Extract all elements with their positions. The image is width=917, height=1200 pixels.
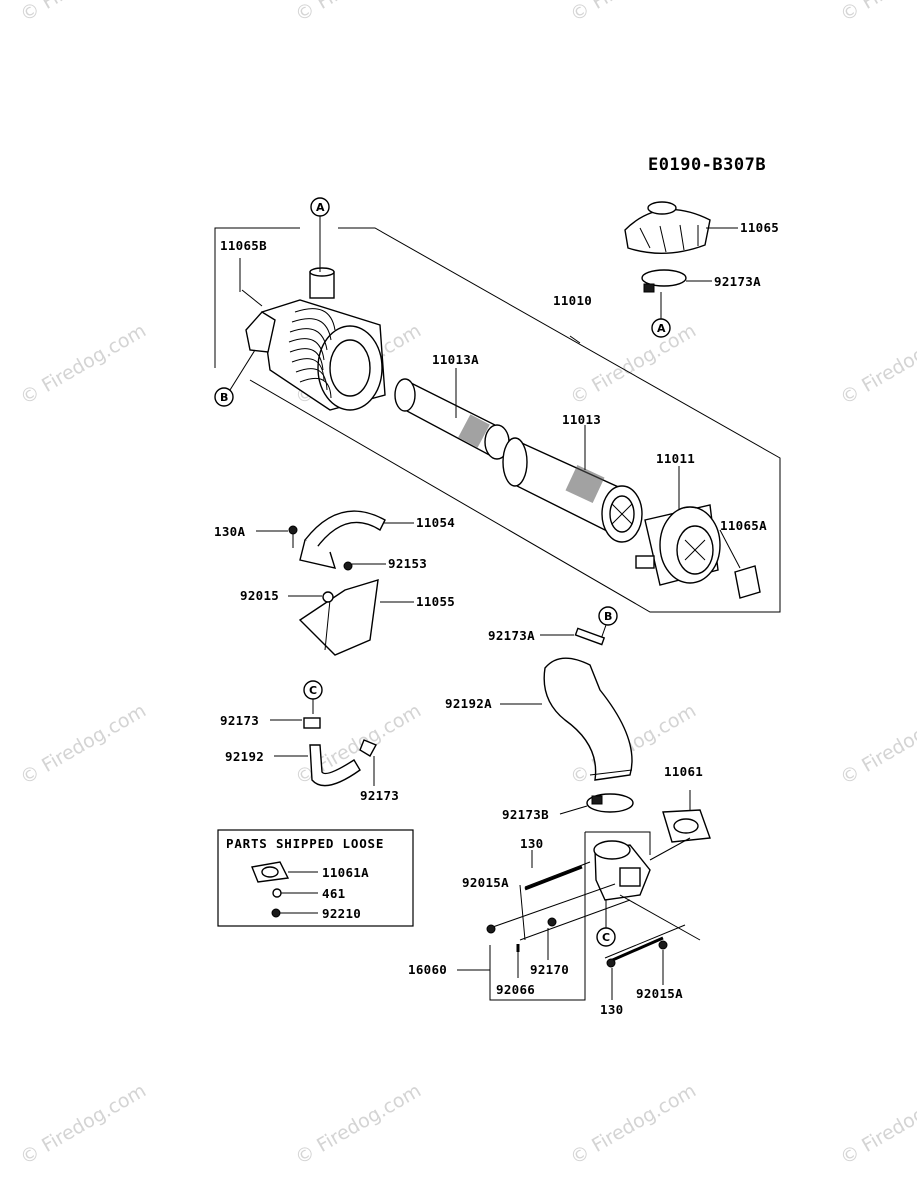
part-label-16060: 16060 — [408, 962, 447, 977]
svg-text:A: A — [316, 201, 325, 214]
part-label-130a: 130A — [214, 524, 245, 539]
outer-filter — [502, 437, 643, 543]
watermark: © Firedog.com — [17, 0, 150, 26]
intake-hose — [543, 627, 633, 781]
part-label-92192a: 92192A — [445, 696, 492, 711]
part-label-11010: 11010 — [553, 293, 592, 308]
part-label-92173a-mid: 92173A — [488, 628, 535, 643]
hose-clamp-lower — [586, 793, 634, 813]
part-label-11013: 11013 — [562, 412, 601, 427]
watermark: © Firedog.com — [837, 700, 917, 790]
air-cleaner-cover — [635, 504, 721, 586]
bolts-and-nuts — [486, 865, 668, 968]
ref-marker-a-right: A — [651, 292, 671, 338]
part-label-92066: 92066 — [496, 982, 535, 997]
pre-cleaner-cap — [624, 201, 711, 255]
inner-filter — [394, 378, 510, 460]
part-label-92173a-top: 92173A — [714, 274, 761, 289]
part-label-92015a-right: 92015A — [636, 986, 683, 1001]
intake-elbow — [593, 837, 691, 901]
watermark: © Firedog.com — [17, 700, 150, 790]
hose-clamp-top — [641, 269, 687, 293]
loose-part-label: 11061A — [322, 865, 369, 880]
part-label-11065a: 11065A — [720, 518, 767, 533]
part-label-11054: 11054 — [416, 515, 455, 530]
loose-box-title: PARTS SHIPPED LOOSE — [226, 836, 384, 851]
air-cleaner-body — [241, 267, 386, 411]
watermark: © Firedog.com — [567, 320, 700, 410]
evacuator-valve — [734, 565, 761, 599]
part-label-130-bottom: 130 — [600, 1002, 623, 1017]
loose-part-label: 461 — [322, 886, 345, 901]
svg-text:A: A — [657, 322, 666, 335]
gasket — [662, 790, 711, 843]
svg-text:B: B — [220, 391, 228, 404]
watermark: © Firedog.com — [292, 0, 425, 26]
part-label-11065b: 11065B — [220, 238, 267, 253]
parts-shipped-loose-box: PARTS SHIPPED LOOSE 11061A 461 92210 — [217, 829, 414, 927]
leader-lines — [239, 227, 741, 1000]
watermark: © Firedog.com — [17, 1080, 150, 1170]
air-cleaner-assembly-bracket — [214, 227, 781, 613]
part-label-92173: 92173 — [220, 713, 259, 728]
watermark: © Firedog.com — [837, 1080, 917, 1170]
ref-marker-c-lower: C — [596, 895, 616, 947]
part-label-92173b: 92173B — [502, 807, 549, 822]
ref-marker-b-left: B — [214, 349, 256, 407]
ref-marker-a-top: A — [310, 197, 330, 272]
ref-marker-c-left: C — [303, 680, 323, 714]
part-label-92015: 92015 — [240, 588, 279, 603]
bolt-bracket-lines — [489, 831, 701, 1001]
watermark: © Firedog.com — [837, 320, 917, 410]
watermark: © Firedog.com — [567, 1080, 700, 1170]
watermark: © Firedog.com — [292, 1080, 425, 1170]
watermark: © Firedog.com — [17, 320, 150, 410]
watermark: © Firedog.com — [567, 0, 700, 26]
mounting-bracket — [298, 561, 379, 656]
part-label-11011: 11011 — [656, 451, 695, 466]
part-label-130-top: 130 — [520, 836, 543, 851]
part-label-11013a: 11013A — [432, 352, 479, 367]
watermark: © Firedog.com — [837, 0, 917, 26]
part-labels: 11065B 11065 92173A 11010 11013A 11013 1… — [214, 220, 779, 1017]
part-label-11061: 11061 — [664, 764, 703, 779]
watermark-layer: © Firedog.com © Firedog.com © Firedog.co… — [17, 0, 917, 1169]
part-label-92153: 92153 — [388, 556, 427, 571]
part-label-11065: 11065 — [740, 220, 779, 235]
loose-part-label: 92210 — [322, 906, 361, 921]
part-label-92192: 92192 — [225, 749, 264, 764]
part-label-92173-lower: 92173 — [360, 788, 399, 803]
part-label-92170: 92170 — [530, 962, 569, 977]
part-label-11055: 11055 — [416, 594, 455, 609]
svg-text:C: C — [602, 931, 610, 944]
svg-text:B: B — [604, 610, 612, 623]
breather-hose — [303, 717, 377, 787]
part-label-92015a-left: 92015A — [462, 875, 509, 890]
diagram-code: E0190-B307B — [648, 155, 766, 175]
mounting-strap — [288, 510, 386, 569]
svg-text:C: C — [309, 684, 317, 697]
